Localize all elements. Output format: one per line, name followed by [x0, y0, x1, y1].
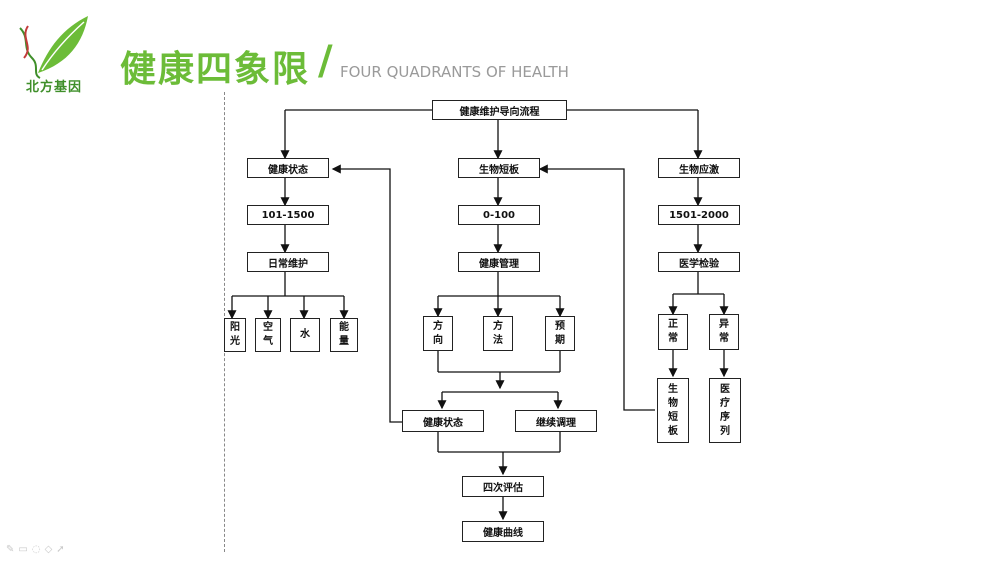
left-head: 健康状态 — [247, 158, 329, 178]
left-item-label: 水 — [300, 329, 310, 340]
result-health-state: 健康状态 — [402, 410, 484, 432]
logo-text: 北方基因 — [26, 80, 83, 95]
page-title: 健康四象限 — [120, 49, 311, 90]
right-sub-label: 医疗序列 — [720, 383, 730, 437]
right-head: 生物应激 — [658, 158, 740, 178]
middle-action: 健康管理 — [458, 252, 540, 272]
image-icon[interactable]: ▭ — [18, 544, 32, 555]
pointer-icon[interactable]: ➚ — [56, 544, 69, 555]
slide-toolbar[interactable]: ✎▭◌◇➚ — [6, 544, 69, 555]
middle-item-label: 预期 — [555, 320, 565, 346]
title-slash: / — [318, 38, 333, 84]
middle-item-label: 方法 — [493, 320, 503, 346]
right-sub-medical: 医疗序列 — [709, 378, 741, 443]
middle-item-label: 方向 — [433, 320, 443, 346]
middle-range: 0-100 — [458, 205, 540, 225]
left-action: 日常维护 — [247, 252, 329, 272]
left-range: 101-1500 — [247, 205, 329, 225]
assessment-box: 四次评估 — [462, 476, 544, 497]
result-continue: 继续调理 — [515, 410, 597, 432]
page-subtitle: FOUR QUADRANTS OF HEALTH — [340, 63, 569, 81]
right-item-abnormal: 异常 — [709, 314, 739, 350]
right-item-normal: 正常 — [658, 314, 688, 350]
logo-icon — [19, 16, 88, 79]
left-item-label: 能量 — [339, 322, 349, 347]
flow-root: 健康维护导向流程 — [432, 100, 567, 120]
left-item-air: 空气 — [255, 318, 281, 352]
left-item-label: 阳光 — [230, 322, 240, 347]
middle-item-method: 方法 — [483, 316, 513, 351]
right-action: 医学检验 — [658, 252, 740, 272]
right-range: 1501-2000 — [658, 205, 740, 225]
right-sub-shortboard: 生物短板 — [657, 378, 689, 443]
middle-head: 生物短板 — [458, 158, 540, 178]
middle-item-direction: 方向 — [423, 316, 453, 351]
right-item-label: 正常 — [668, 319, 678, 344]
left-item-energy: 能量 — [330, 318, 358, 352]
chat-icon[interactable]: ◌ — [31, 544, 45, 555]
middle-item-expectation: 预期 — [545, 316, 575, 351]
left-item-sunlight: 阳光 — [224, 318, 246, 352]
left-item-label: 空气 — [263, 322, 273, 347]
left-item-water: 水 — [290, 318, 320, 352]
health-curve-box: 健康曲线 — [462, 521, 544, 542]
eraser-icon[interactable]: ◇ — [44, 544, 57, 555]
right-sub-label: 生物短板 — [668, 383, 678, 437]
pen-icon[interactable]: ✎ — [6, 544, 19, 555]
right-item-label: 异常 — [719, 319, 729, 344]
